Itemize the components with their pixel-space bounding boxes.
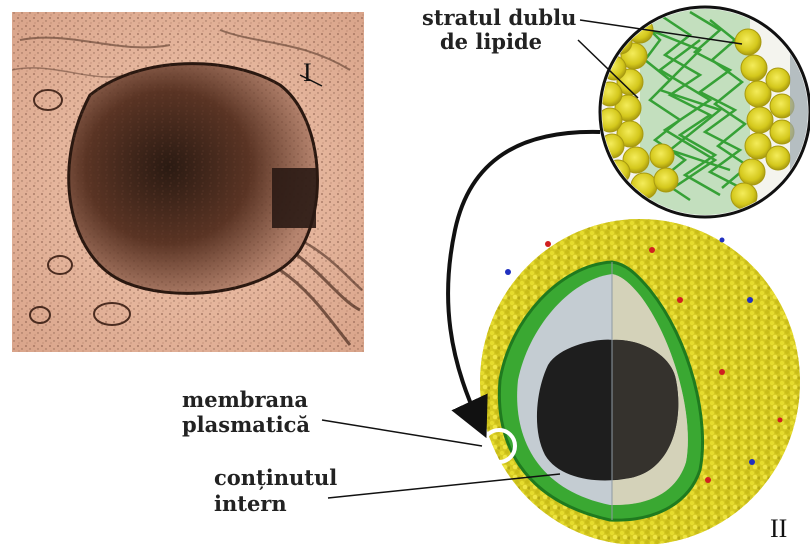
panel-label-ii: II — [770, 516, 787, 542]
bilayer-label-line2: de lipide — [440, 30, 542, 54]
membrane-label-line1: membrana — [182, 388, 308, 412]
panel-label-i: I — [303, 60, 312, 86]
cell-model — [480, 219, 800, 544]
content-label-line1: conținutul — [214, 466, 337, 490]
membrane-label-line2: plasmatică — [182, 413, 310, 437]
content-label-line2: intern — [214, 492, 287, 516]
bilayer-label-line1: stratul dublu — [422, 6, 576, 30]
